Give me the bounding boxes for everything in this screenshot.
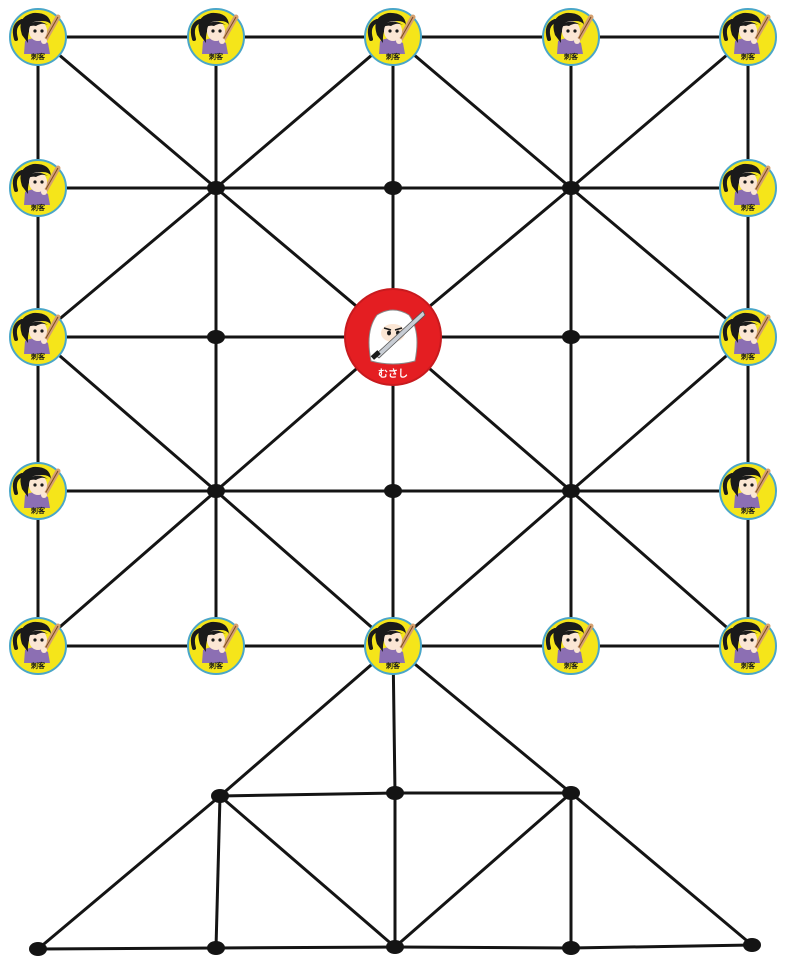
board-point[interactable] — [384, 484, 402, 498]
board-point[interactable] — [29, 942, 47, 956]
board-line — [571, 945, 752, 948]
assassin-piece[interactable] — [365, 9, 421, 65]
board-line — [571, 37, 748, 188]
assassin-piece[interactable] — [720, 463, 776, 519]
board-point[interactable] — [562, 330, 580, 344]
board-point[interactable] — [211, 789, 229, 803]
assassin-piece[interactable] — [720, 9, 776, 65]
board-point[interactable] — [562, 941, 580, 955]
board-point[interactable] — [562, 484, 580, 498]
board-line — [220, 796, 395, 947]
board-point[interactable] — [207, 181, 225, 195]
board-line — [216, 947, 395, 948]
board-point[interactable] — [562, 181, 580, 195]
board-point[interactable] — [207, 330, 225, 344]
assassin-piece[interactable] — [10, 618, 66, 674]
board-line — [38, 948, 216, 949]
board-line — [393, 491, 571, 646]
assassin-piece[interactable] — [188, 618, 244, 674]
board-line — [38, 796, 220, 949]
assassin-piece[interactable] — [188, 9, 244, 65]
board-line — [216, 37, 393, 188]
board-point[interactable] — [207, 484, 225, 498]
board-line — [393, 646, 571, 793]
musashi-piece[interactable] — [345, 289, 441, 385]
board-line — [571, 337, 748, 491]
board-line — [220, 646, 393, 796]
assassin-piece[interactable] — [720, 618, 776, 674]
board-line — [38, 188, 216, 337]
board-point[interactable] — [384, 181, 402, 195]
board-line — [395, 793, 571, 947]
board-line — [38, 337, 216, 491]
board-point[interactable] — [743, 938, 761, 952]
board-line — [571, 793, 752, 945]
board-line — [38, 491, 216, 646]
board-line — [571, 491, 748, 646]
board-line — [393, 37, 571, 188]
assassin-piece[interactable] — [720, 160, 776, 216]
board-point[interactable] — [562, 786, 580, 800]
board-line — [216, 491, 393, 646]
board-point[interactable] — [386, 940, 404, 954]
board-line — [220, 793, 395, 796]
assassin-piece[interactable] — [10, 160, 66, 216]
board-line — [395, 947, 571, 948]
board-point[interactable] — [207, 941, 225, 955]
assassin-piece[interactable] — [543, 9, 599, 65]
assassin-piece[interactable] — [720, 309, 776, 365]
board-line — [216, 796, 220, 948]
board-line — [571, 188, 748, 337]
board-line — [38, 37, 216, 188]
assassin-piece[interactable] — [365, 618, 421, 674]
assassin-piece[interactable] — [10, 309, 66, 365]
board-point[interactable] — [386, 786, 404, 800]
assassin-piece[interactable] — [10, 463, 66, 519]
assassin-piece[interactable] — [543, 618, 599, 674]
assassin-piece[interactable] — [10, 9, 66, 65]
